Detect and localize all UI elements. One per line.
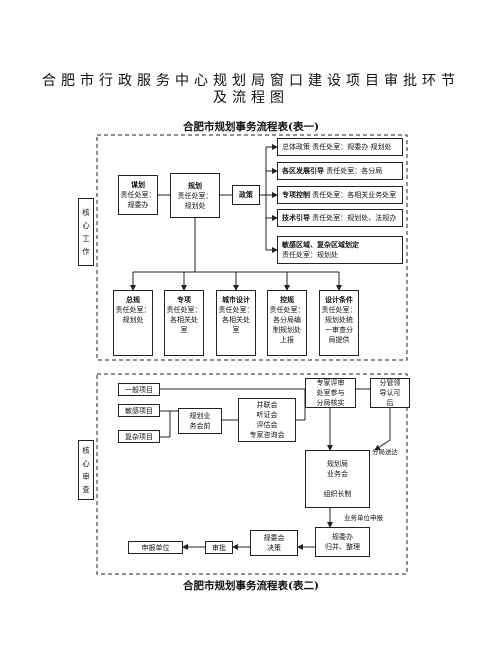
node-kongui: 控规 责任处室： 各分局编 制规划处 上报 bbox=[267, 290, 307, 356]
chart2-side-label: 核 心 审 查 bbox=[78, 440, 94, 500]
page-title-line1: 合肥市行政服务中心规划局窗口建设项目审批环节 bbox=[42, 73, 460, 89]
node-mingan2: 敏感项目 bbox=[118, 404, 160, 417]
node-mingan: 敏感区域、复杂区域划定 责任处室：规划处 bbox=[277, 236, 403, 264]
node-guihuaju: 规划局 业务会 组织长制 bbox=[305, 450, 370, 508]
node-jishu: 技术引导 责任处室：规划处、法规办 bbox=[277, 209, 403, 227]
node-yiban: 一般项目 bbox=[118, 383, 160, 396]
chart1-side-label: 核 心 工 作 bbox=[78, 198, 94, 266]
node-gequ: 各区发展引导 责任处室：各分局 bbox=[277, 162, 403, 180]
node-zhuanxiang2: 专项 责任处室： 各相关处 室 bbox=[164, 290, 204, 356]
label-fenju: 分局送达 bbox=[372, 448, 398, 456]
node-zongti: 总体政策 责任处室：规委办 规划处 bbox=[277, 138, 403, 156]
node-ywh: 规划业 务会前 bbox=[178, 408, 222, 434]
chart1-caption: 合肥市规划事务流程表(表一) bbox=[183, 121, 319, 133]
node-fenguan: 分管领 导认可 后 bbox=[370, 378, 410, 408]
label-yewu: 业务单位申报 bbox=[344, 514, 383, 522]
node-guihua: 规划 责任处室： 规划处 bbox=[170, 173, 220, 218]
node-guiweihui: 规委会 决策 bbox=[250, 530, 298, 556]
chart1-dashed-frame bbox=[96, 134, 408, 361]
node-shenpi: 审批 bbox=[205, 541, 233, 554]
page-title-line2: 及流程图 bbox=[213, 90, 289, 106]
chart2-caption: 合肥市规划事务流程表(表二) bbox=[183, 580, 319, 592]
node-zhuanxiang: 专项控制 责任处室：各相关业务处室 bbox=[277, 186, 403, 204]
chart2-dashed-frame bbox=[96, 373, 408, 575]
node-zhuanjia: 专家评审 处室参与 分局核实 bbox=[305, 378, 356, 408]
node-mouhua: 谋划 责任处室： 规委办 bbox=[118, 175, 158, 215]
node-guiweiban: 规委办 归并、整理 bbox=[315, 527, 370, 557]
node-sheji: 设计条件 责任处室： 规划处统 一审查分 局提供 bbox=[319, 290, 359, 356]
node-zonggui: 总规 责任处室： 规划处 bbox=[113, 290, 153, 356]
node-chengshi: 城市设计 责任处室： 各相关处 室 bbox=[216, 290, 256, 356]
node-zhengce: 政策 bbox=[232, 185, 260, 205]
node-shenbao: 申报单位 bbox=[128, 541, 183, 554]
node-fuza: 复杂项目 bbox=[118, 430, 160, 443]
node-pizhun: 并联会 听证会 评估会 专家咨询会 bbox=[238, 398, 296, 442]
